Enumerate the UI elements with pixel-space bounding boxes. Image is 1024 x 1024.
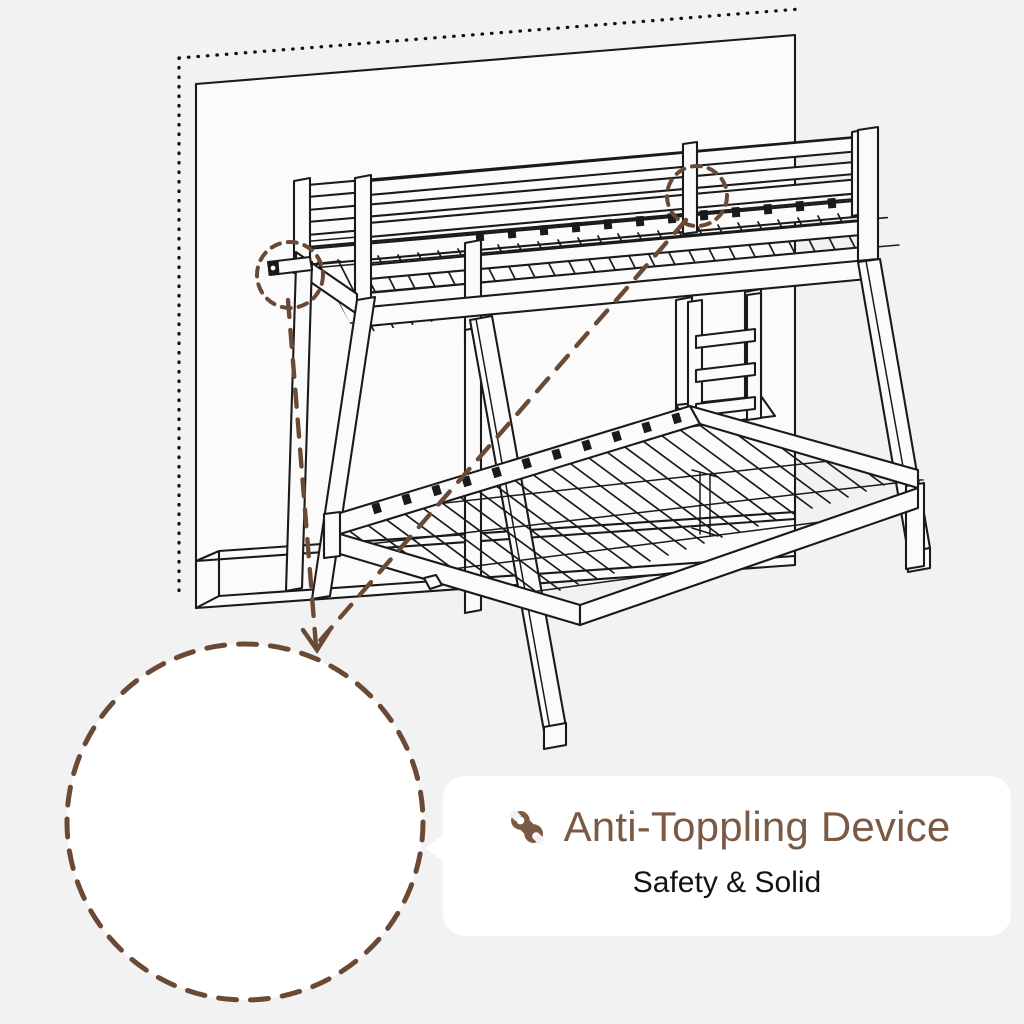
lower-front-rail-right <box>578 486 920 627</box>
highlight-annotations <box>255 164 729 654</box>
callout-subtitle: Safety & Solid <box>632 866 822 899</box>
slat-clips-lower <box>371 412 682 515</box>
ladder-rung-1 <box>694 327 757 350</box>
leader-arrowhead <box>300 625 334 654</box>
anti-toppling-bracket-on-bed <box>266 255 341 277</box>
detail-circle-border <box>64 641 426 1003</box>
ladder <box>686 291 763 429</box>
callout-title-row: Anti-Toppling Device <box>463 796 991 858</box>
callout-tail <box>425 832 447 864</box>
ladder-rung-2 <box>694 361 757 384</box>
leader-line-guardrail <box>315 217 689 646</box>
lower-bunk-assembly <box>322 404 925 627</box>
leader-line-bracket <box>285 297 319 649</box>
callout-title: Anti-Toppling Device <box>563 803 951 850</box>
highlight-circle-guardrail-joint <box>665 164 729 228</box>
lower-left-end-bracket <box>322 510 342 560</box>
wrench-icon <box>508 808 545 846</box>
upper-bunk-assembly <box>292 125 900 345</box>
anti-toppling-callout-card[interactable]: Anti-Toppling Device Safety & Solid <box>443 776 1011 936</box>
